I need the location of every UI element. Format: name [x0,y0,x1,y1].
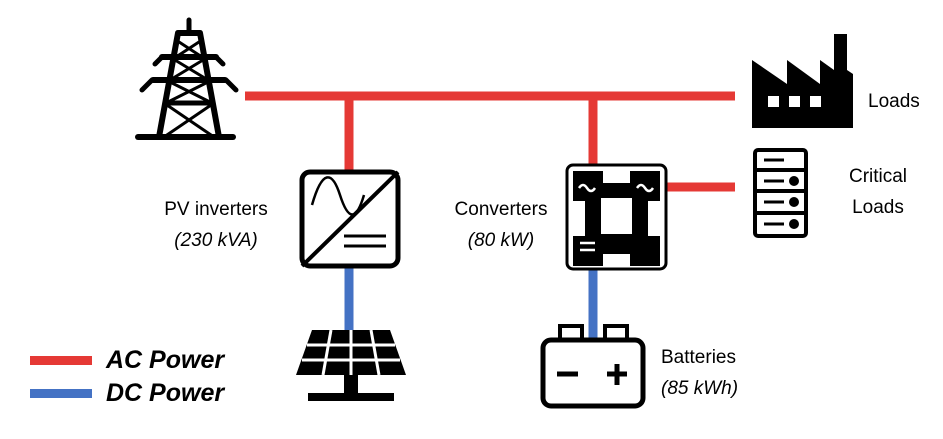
pv-inverters-name: PV inverters [164,199,268,220]
legend-ac-label: AC Power [106,346,225,374]
solar-panel-icon [296,329,406,401]
legend-ac-swatch [30,356,92,365]
batteries-rating: (85 kWh) [661,378,739,399]
critical-loads-label: Critical Loads [840,161,916,223]
server-rack-icon [753,148,808,238]
ac-lines [245,91,735,192]
legend-dc-swatch [30,389,92,398]
pv-inverters-rating: (230 kVA) [174,230,258,251]
converters-name: Converters [454,199,548,220]
transmission-tower-icon [135,17,239,140]
converters-label: Converters (80 kW) [443,194,559,256]
batteries-name: Batteries [661,347,736,368]
battery-icon [540,324,646,409]
batteries-label: Batteries (85 kWh) [661,342,738,404]
converter-icon [565,163,668,271]
legend-dc-label: DC Power [106,379,225,407]
legend-dc: DC Power [30,379,224,408]
pv-inverters-label: PV inverters (230 kVA) [152,194,280,256]
pv-inverter-icon [299,169,401,269]
factory-icon [752,34,853,128]
legend-ac: AC Power [30,346,224,375]
loads-label: Loads [868,91,920,112]
critical-loads-line2: Loads [852,197,904,218]
converters-rating: (80 kW) [467,230,535,251]
critical-loads-line1: Critical [848,166,908,187]
